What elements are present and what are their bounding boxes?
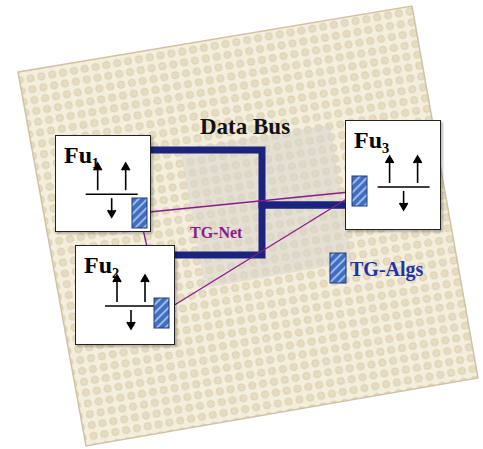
unit-name: Fu₃ (354, 127, 389, 154)
tg-net-link (140, 191, 360, 213)
net-label: TG-Net (190, 224, 242, 242)
unit-name: Fu₂ (84, 252, 119, 279)
tg-net-link (162, 191, 360, 313)
data-bus (175, 205, 345, 255)
pin-grid (18, 6, 478, 446)
tg-algs-block (330, 253, 346, 283)
function-unit-box: Fu₃ (345, 120, 441, 230)
tg-port-block (352, 176, 367, 206)
data-bus (151, 150, 345, 205)
tg-port-block (132, 198, 147, 228)
algs-label: TG-Algs (350, 258, 423, 281)
bus-label: Data Bus (200, 114, 290, 140)
unit-name: Fu₁ (64, 142, 99, 169)
tg-port-block (154, 298, 169, 328)
function-unit-box: Fu₁ (55, 135, 151, 232)
function-unit-box: Fu₂ (75, 245, 175, 345)
